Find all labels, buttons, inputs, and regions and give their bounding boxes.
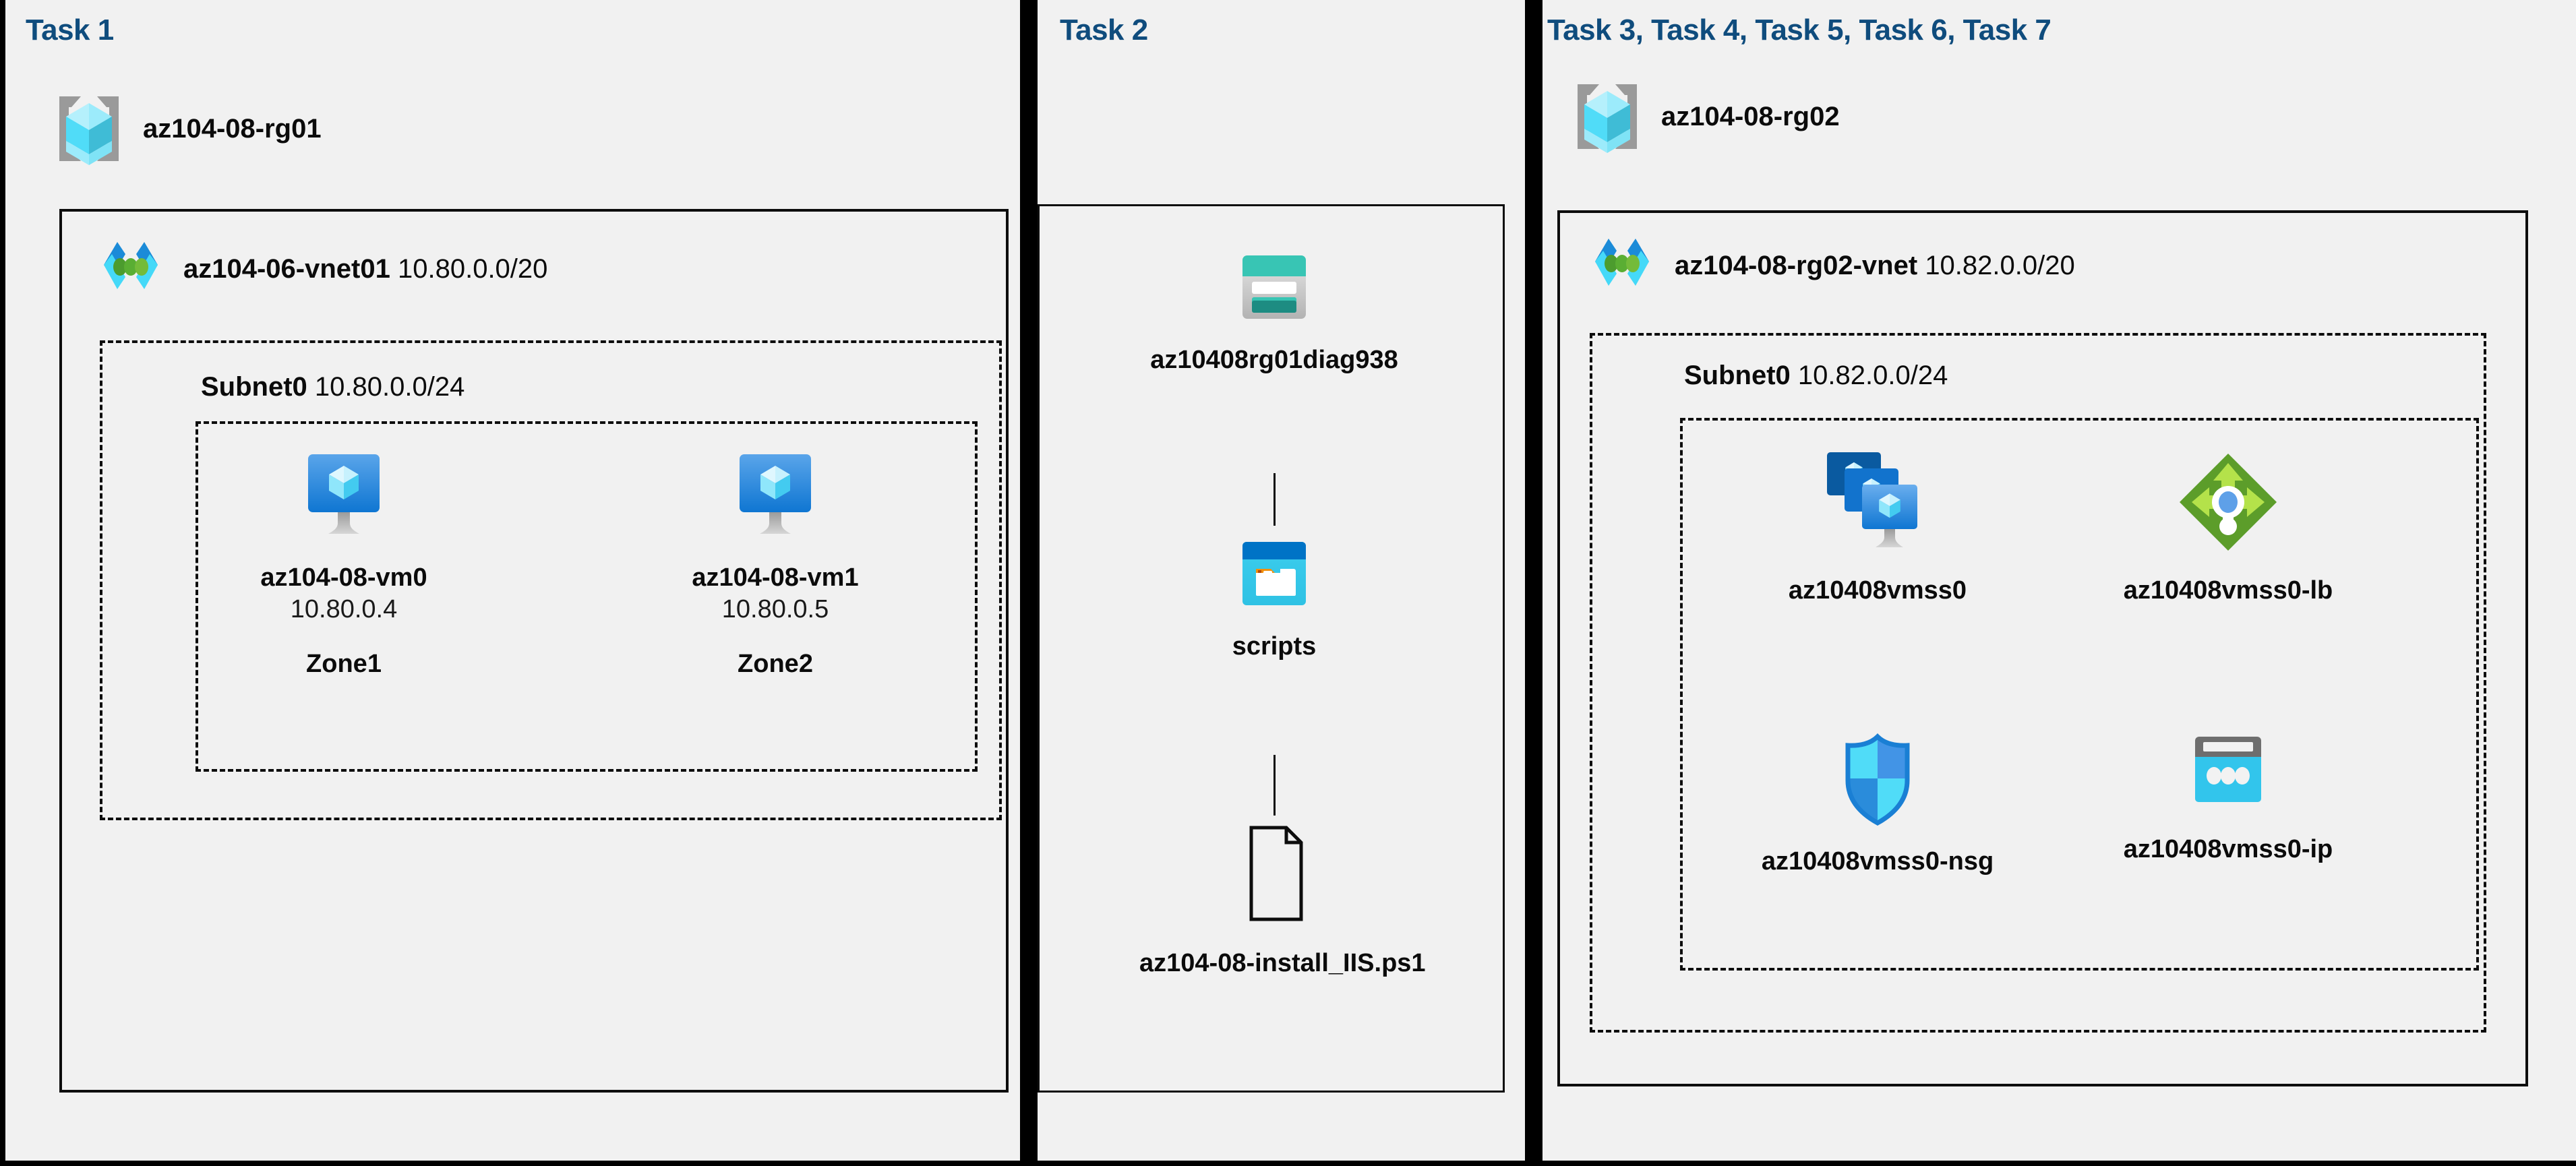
task3-7-vmss-node[interactable]: az10408vmss0	[1746, 448, 2009, 606]
task3-7-subnet-cidr: 10.82.0.0/24	[1797, 361, 1948, 390]
left-edge-rule	[0, 0, 5, 1166]
task1-subnet-name: Subnet0	[201, 372, 307, 402]
task1-resource-group-name: az104-08-rg01	[143, 113, 322, 144]
load-balancer-icon	[2097, 448, 2360, 556]
task3-7-ip-node[interactable]: az10408vmss0-ip	[2097, 731, 2360, 865]
public-ip-address-icon	[2097, 731, 2360, 814]
column-divider-2	[1525, 0, 1542, 1166]
vm-scale-set-icon	[1746, 448, 2009, 556]
task3-7-vnet-label: az104-08-rg02-vnet 10.82.0.0/20	[1675, 251, 2075, 281]
task1-resource-group: az104-08-rg01	[51, 91, 322, 166]
task1-zone-box	[196, 421, 978, 772]
task3-7-vnet-name: az104-08-rg02-vnet	[1675, 250, 1918, 280]
task3-7-vnet-header: az104-08-rg02-vnet 10.82.0.0/20	[1586, 229, 2075, 302]
task1-vnet-label: az104-06-vnet01 10.80.0.0/20	[183, 254, 547, 284]
task1-vm1-ip: 10.80.0.5	[721, 595, 829, 624]
network-security-group-icon	[1746, 731, 2009, 826]
task2-container-name: scripts	[1232, 632, 1317, 661]
file-icon	[1139, 824, 1409, 923]
connector-storage-to-container	[1274, 473, 1276, 526]
task3-7-resource-group: az104-08-rg02	[1569, 79, 1840, 154]
task3-7-nsg-node[interactable]: az10408vmss0-nsg	[1746, 731, 2009, 877]
task3-7-ip-name: az10408vmss0-ip	[2123, 835, 2333, 863]
task3-7-subnet-name: Subnet0	[1684, 361, 1791, 390]
task1-vm1-name: az104-08-vm1	[692, 563, 859, 592]
resource-group-icon	[1569, 79, 1645, 154]
task1-subnet-title: Subnet0 10.80.0.0/24	[201, 372, 465, 402]
task1-vm0-zone: Zone1	[306, 649, 382, 678]
task3-7-vnet-panel	[1557, 210, 2528, 1086]
task1-heading: Task 1	[26, 13, 114, 47]
task1-vnet-cidr: 10.80.0.0/20	[397, 253, 548, 284]
task1-subnet-box	[100, 340, 1002, 820]
virtual-network-icon	[94, 233, 167, 305]
task1-vnet-header: az104-06-vnet01 10.80.0.0/20	[94, 233, 547, 305]
task1-vm0-ip: 10.80.0.4	[290, 595, 398, 624]
task1-vm0-node[interactable]: az104-08-vm0 10.80.0.4 Zone1	[243, 452, 445, 679]
task3-7-resource-group-name: az104-08-rg02	[1661, 101, 1840, 131]
task2-storage-account-node[interactable]: az10408rg01diag938	[1139, 253, 1409, 375]
task3-7-subnet-title: Subnet0 10.82.0.0/24	[1684, 361, 1948, 391]
task2-heading: Task 2	[1060, 13, 1148, 47]
task2-container-node[interactable]: scripts	[1139, 539, 1409, 662]
storage-account-icon	[1139, 253, 1409, 321]
task3-7-vnet-cidr: 10.82.0.0/20	[1925, 250, 2075, 280]
virtual-machine-icon	[674, 452, 876, 538]
task2-panel	[1038, 204, 1505, 1093]
task3-7-subnet-box	[1590, 333, 2486, 1033]
bottom-edge-rule	[0, 1161, 2576, 1166]
virtual-machine-icon	[243, 452, 445, 538]
task1-vnet-panel	[59, 209, 1009, 1093]
blob-container-icon	[1139, 539, 1409, 608]
task3-7-vmss-name: az10408vmss0	[1788, 576, 1967, 605]
task3-7-inner-box	[1680, 418, 2479, 971]
virtual-network-icon	[1586, 229, 1658, 302]
task3-7-lb-node[interactable]: az10408vmss0-lb	[2097, 448, 2360, 606]
task2-file-name: az104-08-install_IIS.ps1	[1139, 949, 1426, 977]
connector-container-to-file	[1274, 755, 1276, 816]
task1-subnet-cidr: 10.80.0.0/24	[314, 372, 465, 402]
task1-vm0-name: az104-08-vm0	[260, 563, 427, 592]
task3-7-heading: Task 3, Task 4, Task 5, Task 6, Task 7	[1547, 13, 2051, 47]
resource-group-icon	[51, 91, 127, 166]
task1-vnet-name: az104-06-vnet01	[183, 253, 390, 284]
task1-vm1-zone: Zone2	[738, 649, 813, 678]
task3-7-nsg-name: az10408vmss0-nsg	[1761, 847, 1994, 876]
task1-vm1-node[interactable]: az104-08-vm1 10.80.0.5 Zone2	[674, 452, 876, 679]
task2-storage-account-name: az10408rg01diag938	[1150, 346, 1398, 374]
task3-7-lb-name: az10408vmss0-lb	[2123, 576, 2333, 605]
column-divider-1	[1020, 0, 1038, 1166]
task2-file-node[interactable]: az104-08-install_IIS.ps1	[1139, 824, 1426, 979]
